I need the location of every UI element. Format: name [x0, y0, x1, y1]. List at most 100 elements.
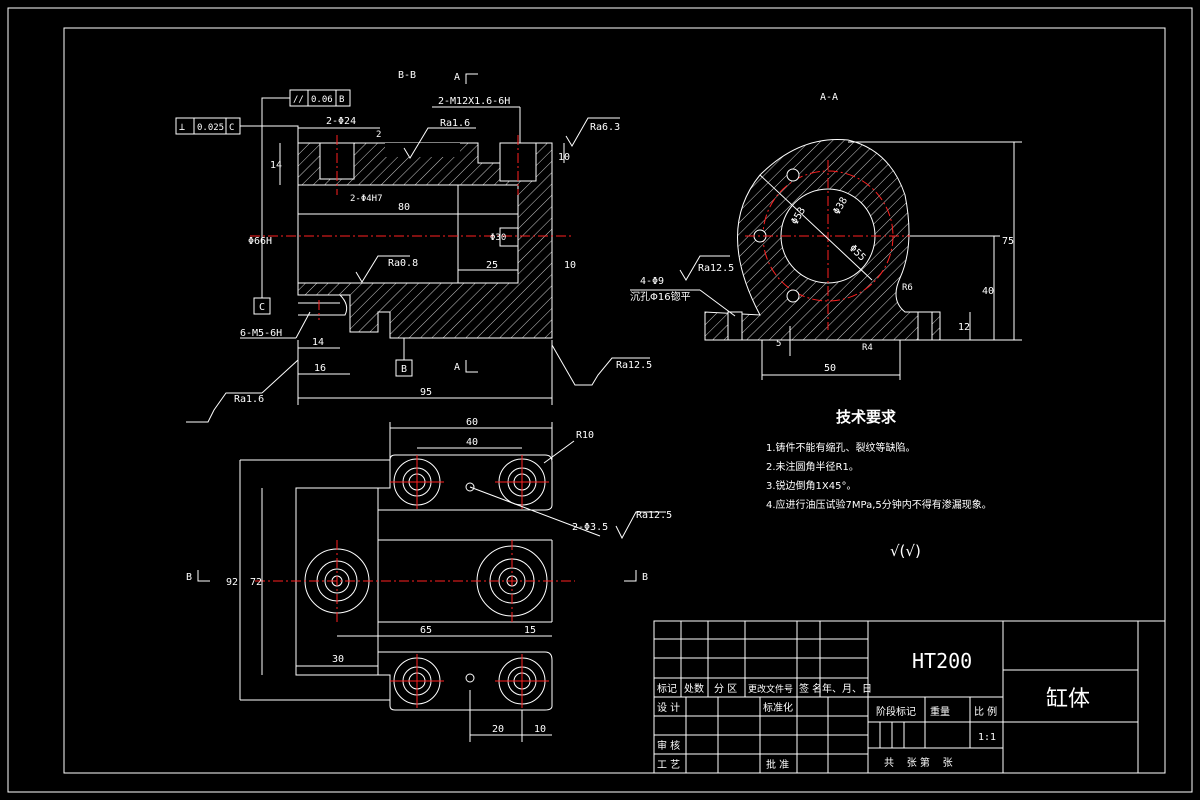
plan-outline [295, 454, 553, 711]
dim-12: 12 [958, 322, 970, 333]
section-bb-title: B-B [398, 70, 416, 81]
dim-14b: 14 [312, 337, 324, 348]
top-recess [385, 143, 460, 157]
title-block: HT200 缸体 标记 处数 分 区 更改文件号 签 名 年、月、日 设 计 标… [653, 620, 1166, 774]
cut-mark-top [465, 73, 478, 84]
material-label: HT200 [912, 649, 972, 673]
section-mark-b-right: B [642, 572, 648, 583]
dim-92: 92 [226, 577, 238, 588]
plan-hole-top-right [495, 455, 549, 509]
tb-scale-label: 比 例 [974, 705, 997, 718]
tech-title: 技术要求 [836, 408, 897, 426]
dim-depth-2: 2 [376, 130, 381, 140]
roughness-ra08: Ra0.8 [355, 255, 418, 283]
svg-text:Ra12.5: Ra12.5 [636, 510, 672, 521]
plan-hole-bottom-right [495, 654, 549, 708]
bore-cavity [297, 184, 459, 284]
svg-text:Ra6.3: Ra6.3 [590, 122, 620, 133]
dim-phi66: Φ66H [248, 236, 272, 247]
dim-65: 65 [420, 625, 432, 636]
roughness-ra125-aa: Ra12.5 [679, 255, 734, 281]
section-aa-title: A-A [820, 92, 838, 103]
roughness-ra63: Ra6.3 [565, 117, 620, 147]
svg-text:B: B [339, 95, 344, 105]
hole-note-4phi9: 4-Φ9 [640, 276, 664, 287]
dim-15: 15 [524, 625, 536, 636]
svg-text:Ra1.6: Ra1.6 [440, 118, 470, 129]
roughness-ra125-bb: Ra12.5 [551, 344, 652, 386]
tb-review: 审 核 [657, 739, 680, 752]
hole-note-counterbore: 沉孔Φ16锪平 [630, 290, 691, 303]
inner-border [63, 27, 1166, 774]
finish-symbol: √(√) [890, 542, 921, 560]
tb-header-doc: 更改文件号 [748, 683, 793, 695]
tb-design: 设 计 [657, 701, 680, 714]
dim-25: 25 [486, 260, 498, 271]
dim-14: 14 [270, 160, 282, 171]
tb-stage: 阶段标记 [876, 705, 916, 718]
dim-10b: 10 [564, 260, 576, 271]
dim-60: 60 [466, 417, 478, 428]
dim-72: 72 [250, 577, 262, 588]
section-bb-view: B-B A 2-Φ24 2 14 10 Φ66H 80 2-Φ4H7 Φ [175, 70, 652, 423]
svg-text:Ra0.8: Ra0.8 [388, 258, 418, 269]
dim-2-phi24: 2-Φ24 [326, 116, 356, 127]
tech-item-3: 3.锐边倒角1X45°。 [766, 479, 856, 492]
svg-text://: // [293, 95, 304, 105]
section-mark-a-bottom: A [454, 362, 460, 373]
pin-hole-1 [465, 482, 475, 492]
tech-item-2: 2.未注圆角半径R1。 [766, 460, 859, 473]
tb-weight: 重量 [930, 705, 950, 718]
dim-40: 40 [982, 286, 994, 297]
section-aa-view: A-A Φ53 Φ38 Φ55 R6 R4 75 40 12 50 5 4-Φ [630, 92, 1022, 380]
dim-m5: 6-M5-6H [240, 328, 282, 339]
tb-standard: 标准化 [763, 701, 793, 714]
svg-text:⊥: ⊥ [179, 122, 185, 133]
dim-50: 50 [824, 363, 836, 374]
dim-10: 10 [558, 152, 570, 163]
dim-20: 20 [492, 724, 504, 735]
dim-80: 80 [398, 202, 410, 213]
tolerance-frame-parallel: // 0.06 B [261, 89, 351, 185]
tech-item-1: 1.铸件不能有缩孔、裂纹等缺陷。 [766, 441, 916, 454]
datum-b-label: B [401, 364, 407, 375]
plan-hole-bottom-left [390, 654, 444, 708]
dim-10-plan: 10 [534, 724, 546, 735]
dim-2-phi35: 2-Φ3.5 [572, 522, 608, 533]
tb-header-date: 年、月、日 [822, 682, 872, 695]
dim-16: 16 [314, 363, 326, 374]
tb-header-count: 处数 [684, 682, 704, 695]
tb-sheets: 共 张 第 张 [884, 756, 953, 769]
tolerance-frame-perpendicular: ⊥ 0.025 C [175, 117, 299, 143]
svg-text:0.025: 0.025 [197, 123, 224, 133]
roughness-ra125-plan: Ra12.5 [615, 510, 672, 540]
outer-border [7, 7, 1193, 793]
tech-requirements: 技术要求 1.铸件不能有缩孔、裂纹等缺陷。 2.未注圆角半径R1。 3.锐边倒角… [766, 408, 992, 560]
dim-thread: 2-M12X1.6-6H [438, 96, 510, 107]
svg-text:Ra12.5: Ra12.5 [616, 360, 652, 371]
section-mark-b-left: B [186, 572, 192, 583]
svg-text:Ra1.6: Ra1.6 [234, 394, 264, 405]
dim-30: 30 [332, 654, 344, 665]
datum-c-label: C [259, 302, 265, 313]
plan-hole-top-left [390, 455, 444, 509]
dim-r6: R6 [902, 283, 913, 293]
roughness-ra16-bottom: Ra1.6 [186, 359, 299, 423]
dim-40-plan: 40 [466, 437, 478, 448]
plan-view: 60 40 R10 2-Φ3.5 Ra12.5 92 72 65 15 30 2… [186, 417, 672, 742]
dim-95: 95 [420, 387, 432, 398]
svg-text:C: C [229, 123, 234, 133]
dim-2-phi4h7: 2-Φ4H7 [350, 194, 383, 204]
dim-5: 5 [776, 339, 781, 349]
svg-text:Ra12.5: Ra12.5 [698, 263, 734, 274]
tech-item-4: 4.应进行油压试验7MPa,5分钟内不得有渗漏现象。 [766, 498, 992, 511]
tb-header-mark: 标记 [657, 683, 677, 695]
part-name: 缸体 [1046, 687, 1090, 712]
dim-75: 75 [1002, 236, 1014, 247]
dim-r4: R4 [862, 343, 873, 353]
bore-small [499, 227, 519, 247]
tb-process: 工 艺 [657, 759, 680, 771]
lower-boss [298, 294, 348, 316]
roughness-ra16-top: Ra1.6 [403, 118, 476, 159]
